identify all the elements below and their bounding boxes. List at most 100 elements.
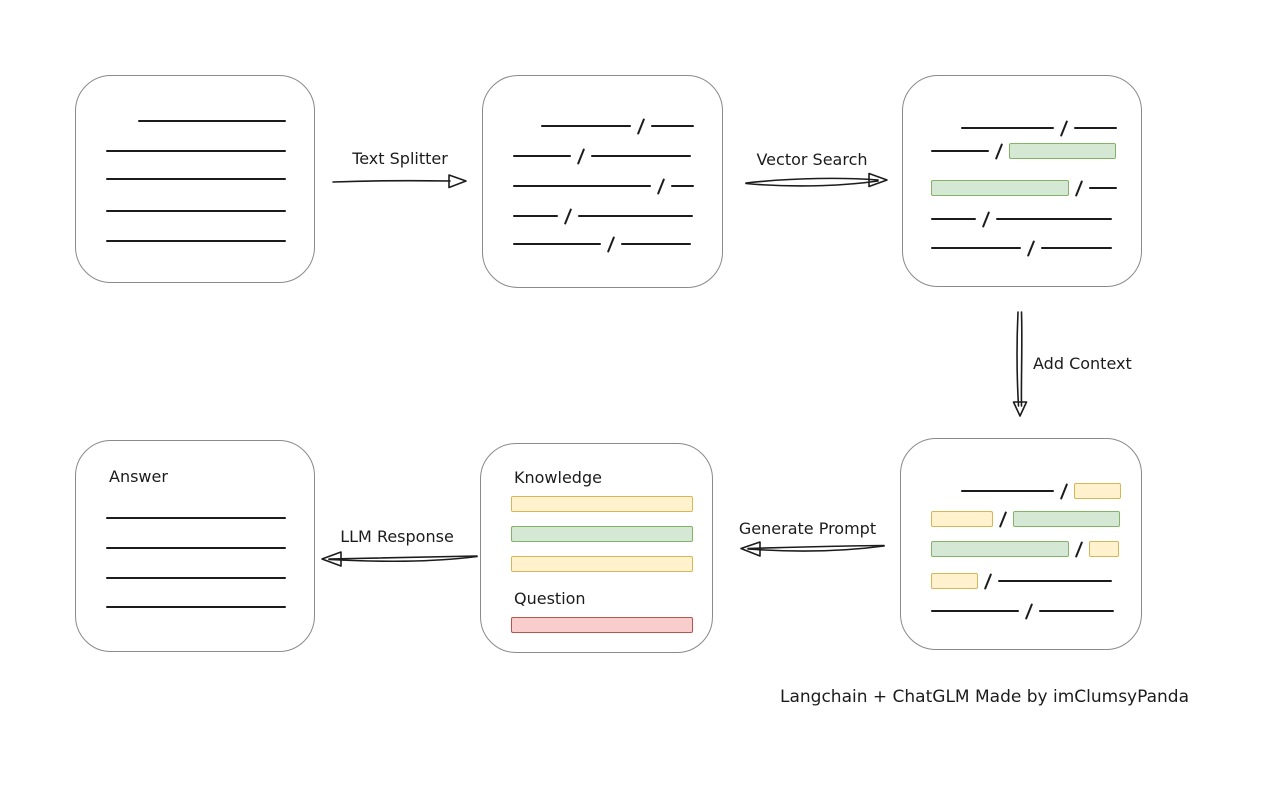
chunk-row [106,164,286,194]
text-line [106,178,286,180]
arrow-label-add-context: Add Context [1033,354,1132,373]
chunk-row [931,113,1117,143]
text-line [591,155,691,157]
chunk-bar-yellow [1089,541,1119,557]
text-line [1041,247,1112,249]
slash-separator [1074,540,1084,558]
chunk-row [106,196,286,226]
chunk-row [513,171,694,201]
chunk-row [106,503,286,533]
node-label-row: Question [511,583,586,613]
generate-prompt-arrow [740,541,885,557]
slash-separator [1059,482,1069,500]
text-line [996,218,1112,220]
text-line [1074,127,1117,129]
node-label: Knowledge [514,467,602,487]
text-line [106,517,286,519]
arrow-label-vector-search: Vector Search [756,150,868,169]
text-line [106,150,286,152]
vector-search-arrow [745,172,888,188]
chunk-bar-green [511,526,693,542]
chunk-bar-green [1009,143,1116,159]
add-context-arrow [1012,311,1028,417]
text-line [931,150,989,152]
chunk-row [931,566,1112,596]
chunk-bar-green [931,541,1069,557]
chunk-row [106,533,286,563]
chunk-row [931,476,1121,506]
node-label-row: Answer [106,461,168,491]
text-line [651,125,694,127]
node-label: Answer [109,466,168,486]
slash-separator [576,147,586,165]
chunk-bar-yellow [511,556,693,572]
chunk-row [931,173,1117,203]
chunk-row [513,201,693,231]
gap [106,121,138,122]
chunk-row [931,534,1119,564]
chunk-row [511,489,693,519]
gap [931,491,961,492]
chunk-bar-red [511,617,693,633]
node-matched-chunks [902,75,1142,287]
chunk-bar-yellow [931,511,993,527]
text-line [931,247,1021,249]
slash-separator [563,207,573,225]
caption: Langchain + ChatGLM Made by imClumsyPand… [780,687,1189,707]
text-line [931,610,1019,612]
chunk-row [931,233,1112,263]
arrow-label-text-splitter: Text Splitter [352,149,448,168]
slash-separator [606,235,616,253]
node-label: Question [514,588,586,608]
chunk-row [106,563,286,593]
slash-separator [636,117,646,135]
text-line [578,215,693,217]
node-context-chunks [900,438,1142,650]
gap [931,128,961,129]
text-line [961,127,1054,129]
slash-separator [981,210,991,228]
gap [513,126,541,127]
chunk-row [931,504,1120,534]
text-splitter-arrow [332,174,467,189]
node-split-chunks [482,75,723,288]
text-line [513,155,571,157]
chunk-row [931,204,1112,234]
slash-separator [994,142,1004,160]
text-line [138,120,286,122]
chunk-bar-green [931,180,1069,196]
chunk-bar-yellow [931,573,978,589]
text-line [541,125,631,127]
chunk-row [511,549,693,579]
chunk-row [511,519,693,549]
chunk-row [106,136,286,166]
text-line [621,243,691,245]
text-line [1039,610,1114,612]
text-line [106,210,286,212]
chunk-row [513,111,694,141]
text-line [513,215,558,217]
text-line [106,240,286,242]
chunk-row [511,610,693,640]
text-line [513,243,601,245]
text-line [961,490,1054,492]
text-line [106,606,286,608]
chunk-row [513,141,691,171]
text-line [106,577,286,579]
slash-separator [1059,119,1069,137]
text-line [998,580,1112,582]
chunk-row [513,229,691,259]
slash-separator [1074,179,1084,197]
chunk-bar-yellow [511,496,693,512]
chunk-bar-green [1013,511,1120,527]
chunk-row [106,592,286,622]
chunk-row [106,106,286,136]
node-source-document [75,75,315,283]
text-line [513,185,651,187]
slash-separator [656,177,666,195]
text-line [106,547,286,549]
text-line [931,218,976,220]
chunk-row [106,226,286,256]
